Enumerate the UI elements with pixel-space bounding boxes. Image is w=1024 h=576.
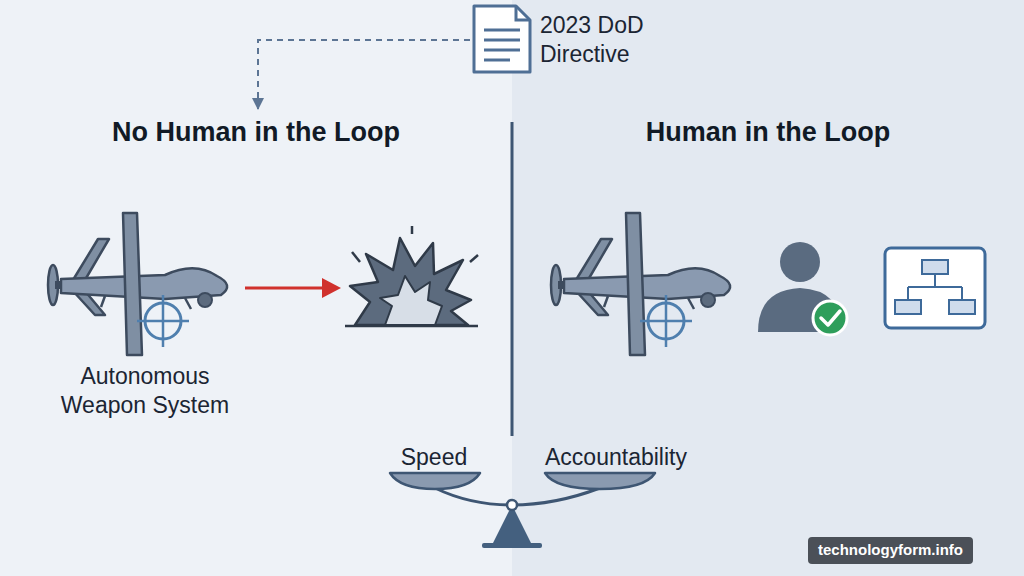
drone-icon (48, 213, 227, 355)
red-arrow (245, 278, 341, 298)
panel-band: No Human in the LoopAutonomous Weapon Sy… (0, 110, 512, 440)
watermark-box: technologyform.info (808, 537, 973, 564)
dashed-connector (258, 40, 470, 110)
panel-band: Human in the Loop (512, 110, 1024, 440)
divider-line (511, 122, 514, 436)
drone-icon (551, 213, 730, 355)
left-ground (0, 0, 512, 576)
right-ground (512, 0, 1024, 576)
document-node: 2023 DoD Directive (470, 4, 668, 76)
panel-heading: Human in the Loop (512, 116, 1024, 150)
scale-label: Speed (401, 444, 468, 472)
org-chart-icon (885, 248, 985, 328)
person-icon (758, 242, 847, 335)
system-label: Autonomous Weapon System (50, 362, 240, 420)
balance-scale (390, 473, 655, 548)
scale-label: Accountability (545, 444, 687, 472)
document-label: 2023 DoD Directive (540, 11, 662, 69)
panel-heading: No Human in the Loop (0, 116, 512, 150)
explosion-icon (345, 226, 478, 326)
document-icon (474, 6, 530, 72)
watermark-text: technologyform.info (818, 541, 963, 560)
